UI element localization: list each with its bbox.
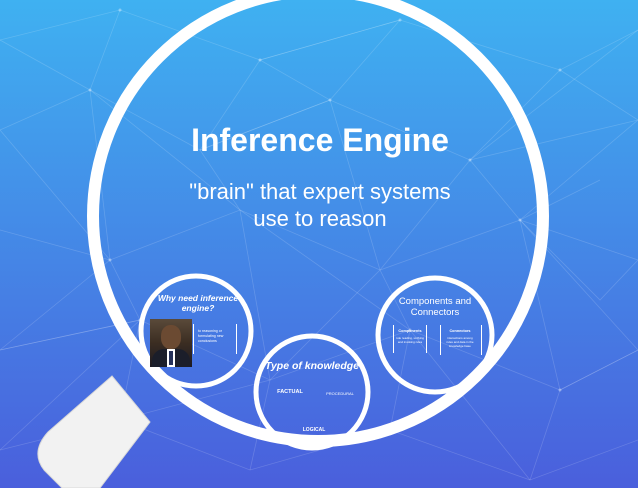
components-bracket (393, 325, 427, 353)
slide-subtitle: "brain" that expert systems use to reaso… (189, 179, 451, 231)
portrait-photo (150, 319, 192, 367)
circle-knowledge-title: Type of knowledge (264, 360, 360, 372)
magnifier-handle (37, 375, 151, 488)
connectors-heading: Connectors (449, 329, 471, 333)
circle-why-title: Why need inference engine? (157, 293, 239, 313)
connectors-bracket (440, 325, 482, 355)
portrait-tie (169, 351, 173, 365)
circle-why-bracket (193, 324, 237, 354)
circle-components-ring[interactable] (375, 275, 495, 395)
circle-knowledge-ring[interactable] (253, 333, 371, 451)
slide-title: Inference Engine (191, 122, 449, 158)
portrait-face (161, 325, 181, 349)
circle-why-ring[interactable] (138, 273, 254, 389)
knowledge-item-factual: FACTUAL (277, 389, 303, 395)
components-text: rule reading, unifying and invoking rule… (396, 336, 424, 344)
circle-why-text: to reasoning or formulating new conclusi… (198, 329, 224, 343)
components-heading: Components (398, 329, 422, 333)
network-nodes (88, 8, 562, 392)
connectors-text: interactions among rules and data in the… (446, 336, 474, 348)
knowledge-item-procedural: PROCEDURAL (326, 391, 354, 396)
lens-ring (87, 0, 549, 447)
circle-components-title: Components and Connectors (398, 296, 472, 318)
knowledge-item-logical: LOGICAL (302, 427, 326, 433)
